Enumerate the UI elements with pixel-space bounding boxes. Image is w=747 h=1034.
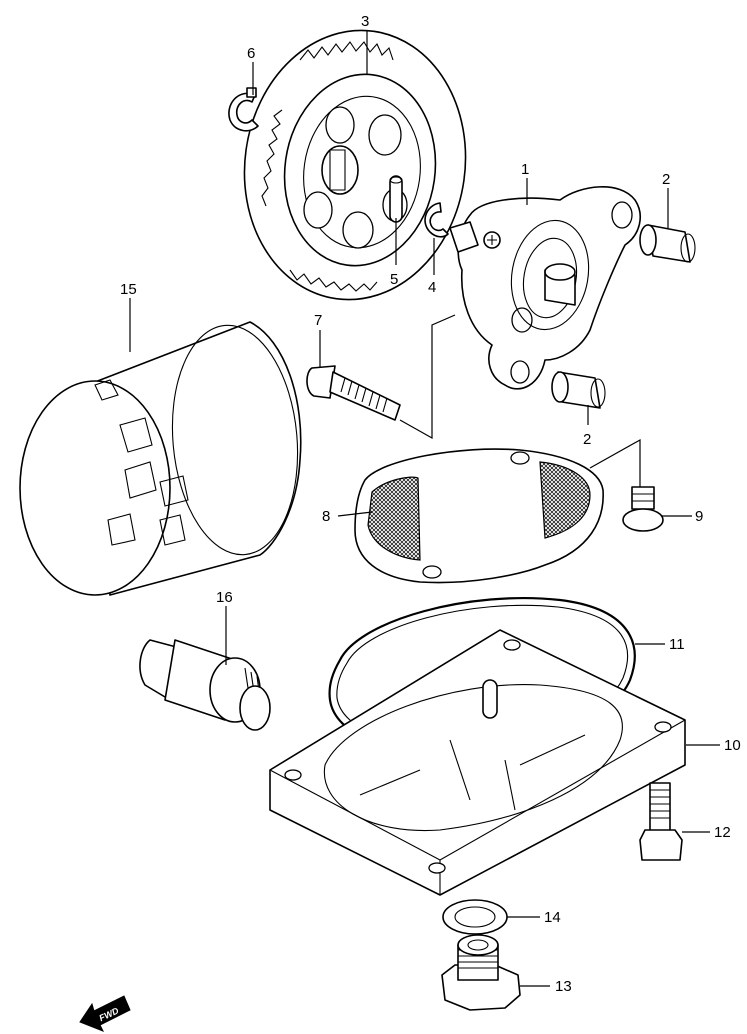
callout-3: 3 <box>361 13 369 30</box>
part-12-bolt <box>639 782 683 861</box>
callout-8: 8 <box>322 508 330 525</box>
callout-2-upper: 2 <box>662 171 670 188</box>
part-13-drain-plug <box>441 934 521 1011</box>
callout-13: 13 <box>555 978 572 995</box>
callout-16: 16 <box>216 589 233 606</box>
callout-10: 10 <box>724 737 741 754</box>
part-3-driven-gear <box>243 29 467 301</box>
callout-11: 11 <box>669 636 685 653</box>
callout-labels: 3 6 1 2 5 4 15 7 2 8 9 16 11 10 12 14 13 <box>120 13 741 995</box>
part-2-dowel-lower <box>551 371 606 409</box>
part-15-oil-filter <box>19 321 302 596</box>
callout-5: 5 <box>390 271 398 288</box>
callout-1: 1 <box>521 161 529 178</box>
callout-9: 9 <box>695 508 703 525</box>
callout-4: 4 <box>428 279 436 296</box>
forward-arrow-icon: FWD <box>79 995 131 1032</box>
part-14-gasket <box>442 899 508 935</box>
callout-7: 7 <box>314 312 322 329</box>
callout-14: 14 <box>544 909 561 926</box>
gear-teeth <box>261 41 394 292</box>
leader-lines <box>129 30 720 987</box>
part-10-oil-pan <box>269 629 686 896</box>
part-7-bolt <box>306 365 401 421</box>
part-5-pin <box>389 175 403 223</box>
part-16-pressure-switch <box>139 639 271 731</box>
bolt-threads <box>340 377 388 413</box>
callout-12: 12 <box>714 824 731 841</box>
bolt-12-threads <box>650 789 670 819</box>
callout-2-lower: 2 <box>583 431 591 448</box>
part-4-e-clip <box>424 202 449 238</box>
part-2-dowel-upper <box>639 224 696 263</box>
filter-grip-flutes <box>94 379 189 546</box>
callout-15: 15 <box>120 281 137 298</box>
part-6-circlip <box>228 87 259 132</box>
callout-6: 6 <box>247 45 255 62</box>
part-8-oil-strainer <box>354 448 604 584</box>
part-9-bolt <box>622 486 664 532</box>
part-1-oil-pump-body <box>449 186 641 390</box>
